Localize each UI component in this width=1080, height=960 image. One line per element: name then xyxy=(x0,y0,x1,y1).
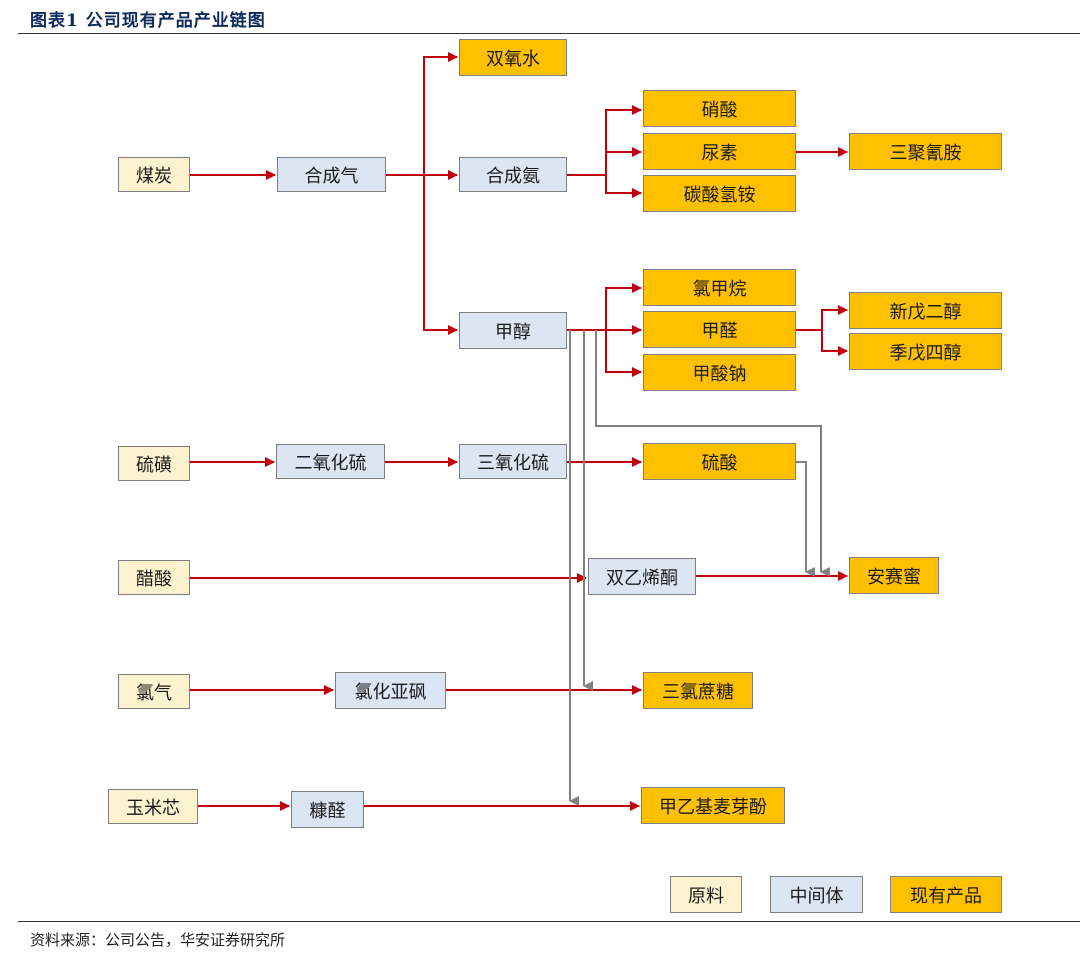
node-nitric-acid: 硝酸 xyxy=(643,90,796,127)
node-maltol: 甲乙基麦芽酚 xyxy=(641,787,785,824)
node-ammonium-bicarbonate: 碳酸氢铵 xyxy=(643,175,796,212)
node-corncob: 玉米芯 xyxy=(108,789,198,824)
legend-product: 现有产品 xyxy=(890,876,1002,913)
node-sulfuric-acid: 硫酸 xyxy=(643,443,796,480)
node-pentaerythritol: 季戊四醇 xyxy=(849,333,1002,370)
node-diketene: 双乙烯酮 xyxy=(588,558,696,595)
node-urea: 尿素 xyxy=(643,133,796,170)
arrow-methanol-acesulfame xyxy=(595,330,830,577)
arrow-formaldehyde-penta xyxy=(821,330,848,356)
bottom-rule xyxy=(18,921,1080,922)
node-so2: 二氧化硫 xyxy=(276,444,385,479)
node-melamine: 三聚氰胺 xyxy=(849,133,1002,170)
node-acesulfame: 安赛蜜 xyxy=(849,557,939,594)
node-coal: 煤炭 xyxy=(118,157,190,192)
node-sulfur: 硫磺 xyxy=(118,446,190,481)
node-acetic-acid: 醋酸 xyxy=(118,560,190,595)
source-note: 资料来源：公司公告，华安证券研究所 xyxy=(30,931,286,949)
node-chlorine: 氯气 xyxy=(118,674,190,709)
node-furfural: 糠醛 xyxy=(291,791,364,828)
arrow-ammonia-abc xyxy=(605,175,642,198)
arrow-sulfuric-acesulfame xyxy=(796,461,815,577)
arrow-ammonia-nitric xyxy=(567,105,642,176)
legend-raw: 原料 xyxy=(670,876,742,913)
node-methanol: 甲醇 xyxy=(459,312,567,349)
top-rule xyxy=(18,33,1080,34)
node-syngas: 合成气 xyxy=(277,157,386,192)
arrow-formaldehyde-npg xyxy=(796,305,848,331)
arrow-syngas-methanol xyxy=(423,175,458,335)
node-hydrogen-peroxide: 双氧水 xyxy=(459,39,567,76)
node-neopentyl-glycol: 新戊二醇 xyxy=(849,292,1002,329)
legend-intermediate: 中间体 xyxy=(770,876,863,913)
node-so3: 三氧化硫 xyxy=(459,444,567,479)
node-ammonia: 合成氨 xyxy=(459,157,567,192)
arrow-methanol-chloromethane xyxy=(567,283,642,331)
node-formaldehyde: 甲醛 xyxy=(643,311,796,348)
arrow-syngas-h2o2 xyxy=(386,52,458,176)
figure-title: 图表1 公司现有产品产业链图 xyxy=(30,11,266,31)
node-thionyl-chloride: 氯化亚砜 xyxy=(335,672,446,709)
node-chloromethane: 氯甲烷 xyxy=(643,269,796,306)
node-sucralose: 三氯蔗糖 xyxy=(643,672,753,709)
arrow-methanol-sodium-formate xyxy=(605,330,642,377)
node-sodium-formate: 甲酸钠 xyxy=(643,354,796,391)
